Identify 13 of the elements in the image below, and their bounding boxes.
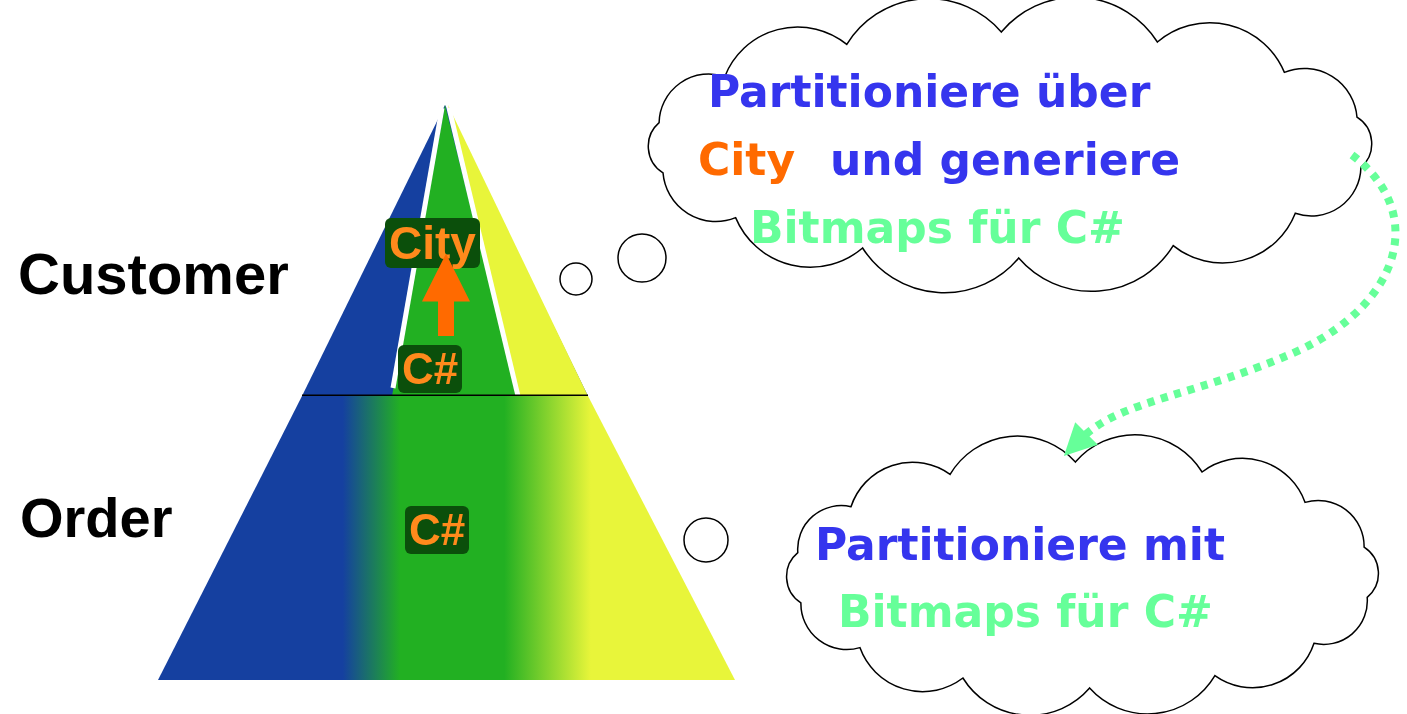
cloud-text: Bitmaps für C# (750, 206, 1125, 250)
cloud-text: und generiere (830, 138, 1181, 182)
layer-label: Customer (18, 245, 289, 303)
attribute-label: C# (398, 345, 463, 393)
arrow (1062, 152, 1400, 455)
attribute-label: C# (405, 506, 470, 554)
cloud-text: Bitmaps für C# (838, 590, 1213, 634)
attribute-label: City (385, 218, 480, 268)
cloud-text: Partitioniere mit (815, 523, 1225, 567)
layer-label: Order (20, 490, 173, 546)
cloud-text: Partitioniere über (708, 70, 1151, 114)
arrow (422, 253, 470, 336)
cloud-text: City (698, 138, 796, 182)
